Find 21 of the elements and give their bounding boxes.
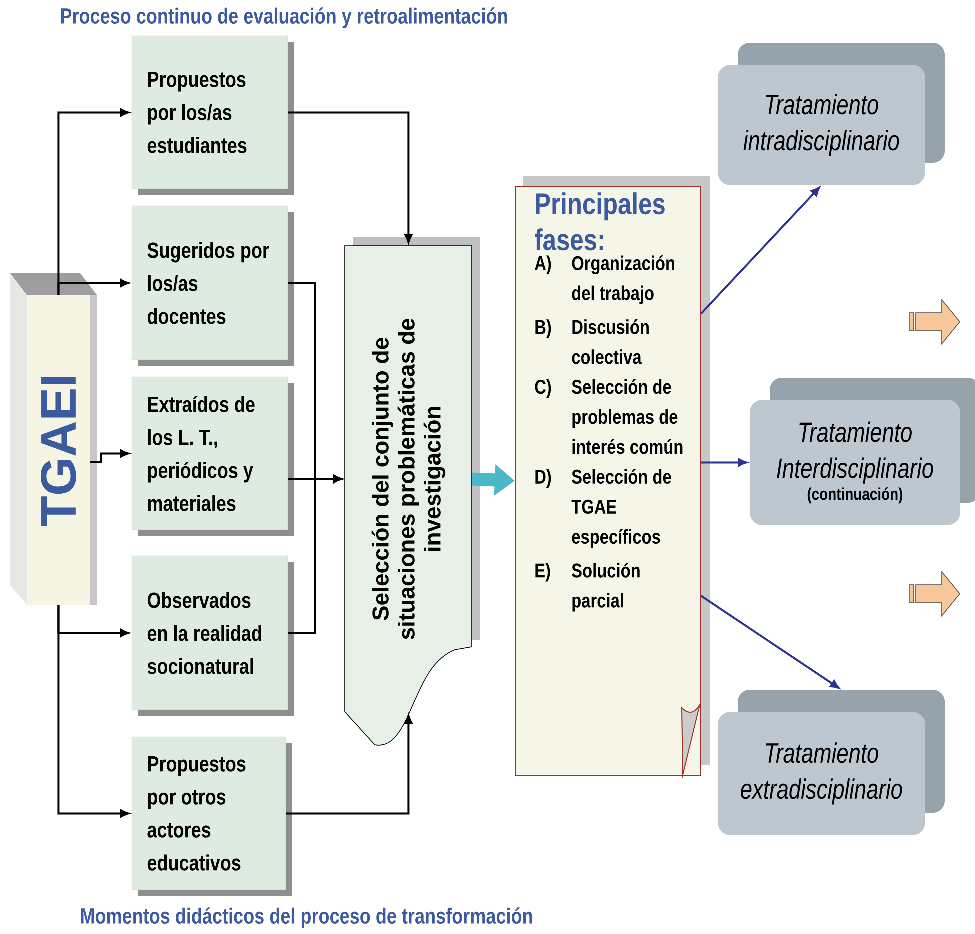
caption: Momentos didácticos del proceso de transformación xyxy=(81,908,532,928)
arrow xyxy=(288,112,413,244)
title: Proceso continuo de evaluación y retroalimentación xyxy=(61,8,508,28)
arrow xyxy=(58,605,130,818)
arrow xyxy=(90,450,130,464)
arrow xyxy=(286,715,413,815)
arrow xyxy=(700,187,820,315)
arrow xyxy=(700,595,840,689)
rounded-box: Tratamiento intradisciplinario xyxy=(718,43,945,186)
process-box: Sugeridos por los/as docentes xyxy=(132,206,294,366)
process-box: Propuestos por los/as estudiantes xyxy=(132,36,294,195)
arrow xyxy=(701,458,748,467)
process-box: Propuestos por otros actores educativos xyxy=(132,737,292,896)
process-box: Observados en la realidad socionatural xyxy=(132,556,294,716)
arrow xyxy=(288,475,342,634)
process-box: Extraídos de los L. T., periódicos y materiales xyxy=(132,377,294,536)
rounded-box: Tratamiento Interdisciplinario (continuación) xyxy=(750,378,975,526)
note-card: Principales fases: A) Organización del trabajo B) Discusión colectiva C) Selección de problemas de interés común D) Selección de TGAE específicos E) Solución parcial xyxy=(515,176,710,776)
rounded-box: Tratamiento extradisciplinario xyxy=(718,690,945,836)
arrow xyxy=(58,279,130,295)
pillar-box: TGAEI xyxy=(10,273,97,606)
